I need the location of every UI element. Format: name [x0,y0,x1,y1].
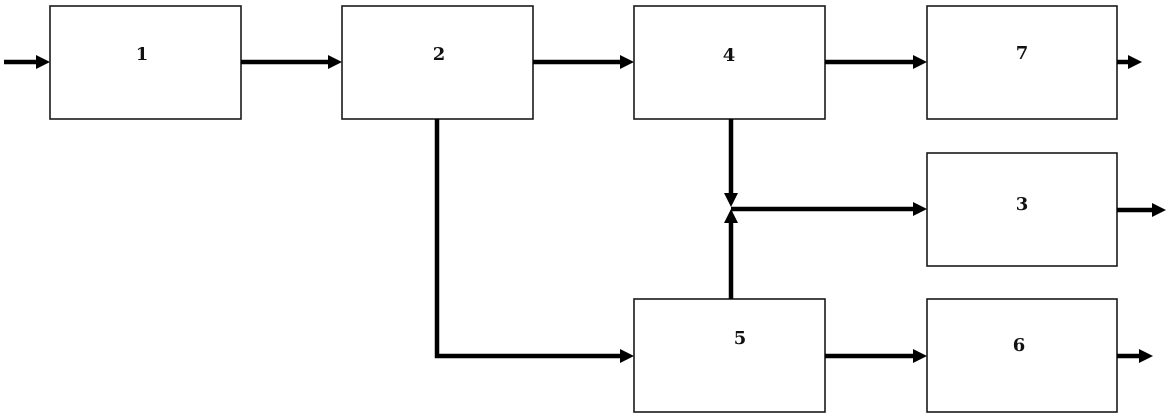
arrow-2-to-5 [434,119,634,363]
block-4-box [633,5,826,120]
block-1-label: 1 [136,44,149,65]
block-1-box [49,5,242,120]
arrow-4-down-to-junction [724,119,738,207]
block-4-label: 4 [723,45,736,66]
arrow-input-to-1 [4,55,50,69]
arrow-7-output [1117,55,1142,69]
block-1: 1 [49,5,242,120]
block-7: 7 [926,5,1118,120]
block-6-label: 6 [1013,335,1026,356]
block-2: 2 [341,5,534,120]
block-2-box [341,5,534,120]
block-6: 6 [926,298,1118,413]
arrow-6-output [1117,349,1153,363]
arrow-1-to-2 [241,55,342,69]
block-3-box [926,152,1118,267]
block-5-box [633,298,826,413]
block-6-box [926,298,1118,413]
arrow-2-to-4 [533,55,634,69]
block-5-label: 5 [734,328,747,349]
block-3-label: 3 [1016,194,1029,215]
block-3: 3 [926,152,1118,267]
arrow-junction-to-3 [731,202,927,216]
block-5: 5 [633,298,826,413]
arrow-4-to-7 [825,55,927,69]
arrow-5-to-6 [825,349,927,363]
block-2-label: 2 [433,44,446,65]
block-7-box [926,5,1118,120]
arrow-5-up-to-junction [724,209,738,299]
arrow-3-output [1117,203,1166,217]
block-4: 4 [633,5,826,120]
block-7-label: 7 [1016,43,1029,64]
